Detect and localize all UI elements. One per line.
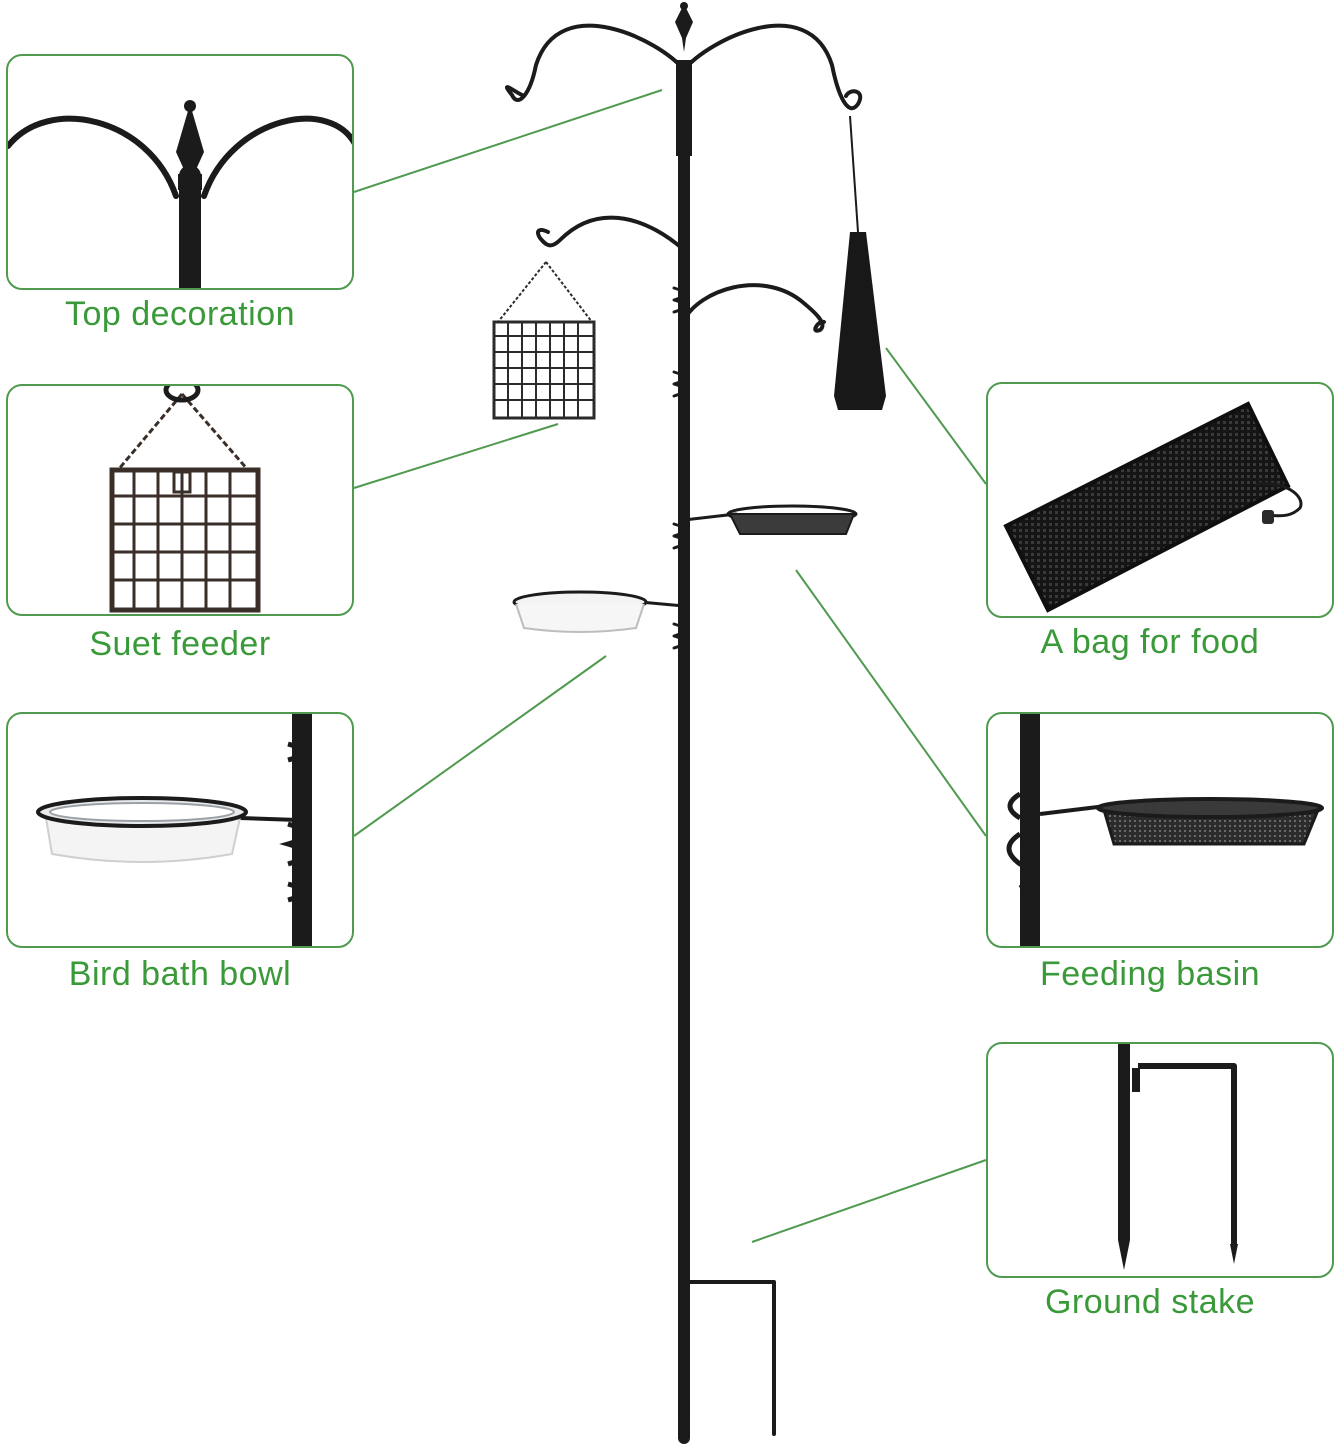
pole-wrap [672,286,686,650]
leader-line-top-decoration [353,89,663,193]
hanging-food-bag [834,232,886,410]
stake-icon [1118,1044,1238,1270]
callout-feeding-basin [986,712,1334,948]
leader-line-feeding-basin [795,569,987,837]
label-suet-feeder: Suet feeder [89,625,271,663]
pole-collar [676,60,692,156]
stake-foot [682,1280,776,1436]
mesh-tray-icon [1006,714,1324,946]
callout-suet-feeder [6,384,354,616]
bag-string [849,115,859,233]
label-food-bag: A bag for food [1040,623,1260,661]
pole-feeding-tray [726,504,858,535]
pole-tip [678,1400,690,1440]
mid-hook-left [536,215,686,252]
callout-ground-stake [986,1042,1334,1278]
leader-line-suet-feeder [353,423,559,489]
label-feeding-basin: Feeding basin [1039,955,1261,993]
callout-bird-bath-bowl [6,712,354,948]
hanging-suet-feeder [492,261,596,420]
finial-icon [8,100,352,288]
top-hook-right [682,23,863,111]
leader-line-food-bag [885,347,987,485]
label-bird-bath-bowl: Bird bath bowl [68,955,292,993]
label-ground-stake: Ground stake [1044,1283,1256,1321]
leader-line-bird-bath-bowl [353,655,607,837]
finial-icon [675,4,693,52]
leader-line-ground-stake [751,1159,987,1243]
cage-icon [109,386,261,613]
mid-hook-right [682,283,826,333]
mesh-bag-icon [1003,401,1303,613]
top-hook-left [505,23,686,103]
callout-food-bag [986,382,1334,618]
pole-bird-bath [512,590,648,633]
callout-top-decoration [6,54,354,290]
label-top-decoration: Top decoration [64,295,296,333]
bowl-icon [36,714,312,946]
